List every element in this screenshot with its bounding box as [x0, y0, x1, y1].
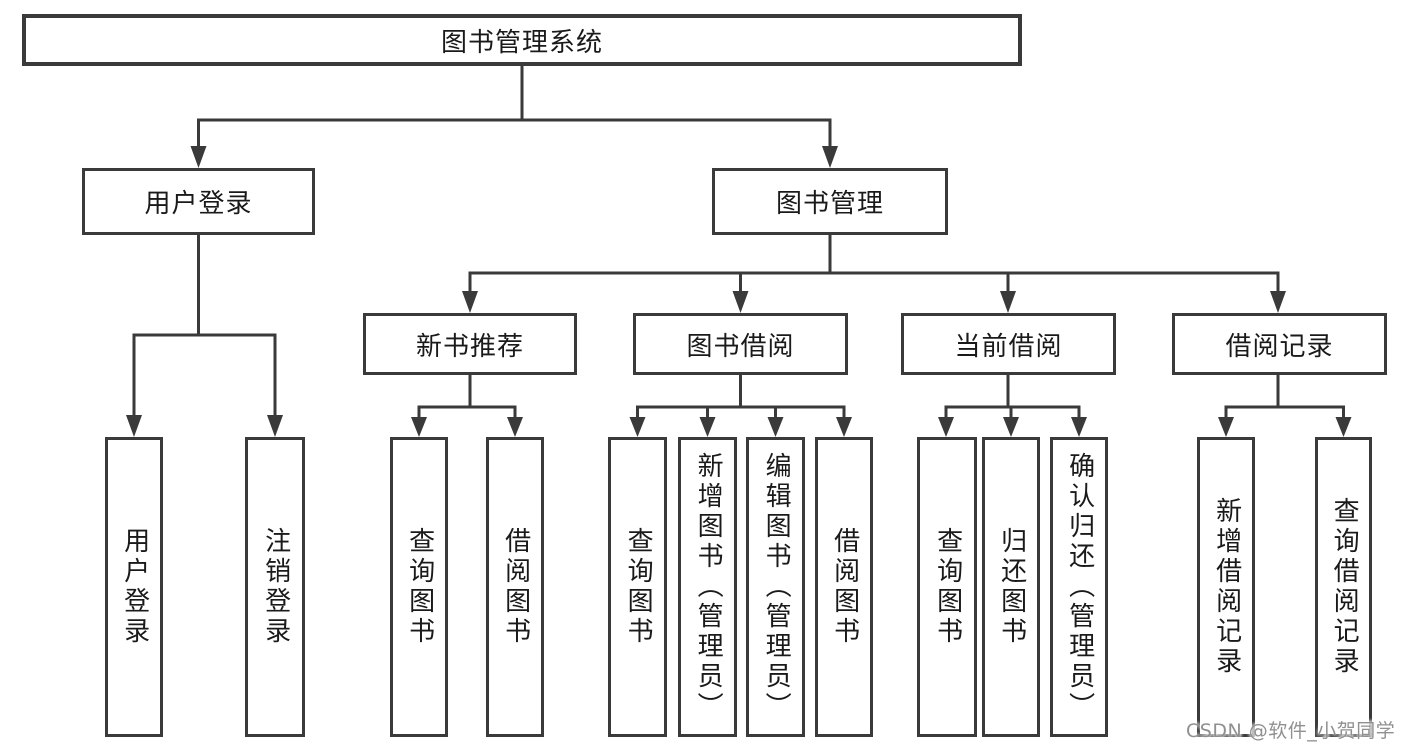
- leaf-query-books-2: 查询图书: [608, 437, 667, 737]
- node-new-book-recommend: 新书推荐: [363, 313, 577, 375]
- node-user-login: 用户登录: [82, 168, 315, 235]
- leaf-add-borrow-record: 新增借阅记录: [1197, 437, 1255, 737]
- leaf-label: 编辑图书（管理员）: [761, 452, 792, 722]
- leaf-borrow-books-1: 借阅图书: [486, 437, 544, 737]
- leaf-edit-books-admin: 编辑图书（管理员）: [746, 437, 805, 737]
- node-current-borrow: 当前借阅: [901, 313, 1116, 375]
- leaf-label: 查询图书: [623, 527, 654, 647]
- leaf-label: 新增图书（管理员）: [693, 452, 724, 722]
- leaf-borrow-books-2: 借阅图书: [815, 437, 873, 737]
- leaf-user-login: 用户登录: [105, 437, 163, 737]
- node-book-management: 图书管理: [712, 168, 948, 235]
- node-label: 用户登录: [144, 189, 253, 219]
- node-label: 图书管理: [775, 189, 884, 219]
- node-label: 当前借阅: [954, 331, 1063, 362]
- leaf-confirm-return-admin: 确认归还（管理员）: [1050, 437, 1108, 737]
- leaf-label: 借阅图书: [500, 527, 531, 647]
- leaf-label: 借阅图书: [829, 527, 860, 647]
- leaf-label: 查询借阅记录: [1329, 497, 1360, 677]
- node-label: 图书管理系统: [440, 27, 603, 58]
- leaf-label: 查询图书: [932, 527, 963, 647]
- leaf-query-borrow-record: 查询借阅记录: [1315, 437, 1372, 737]
- leaf-logout: 注销登录: [245, 437, 305, 737]
- node-label: 新书推荐: [415, 331, 524, 362]
- leaf-label: 确认归还（管理员）: [1064, 452, 1095, 722]
- node-book-borrow: 图书借阅: [633, 313, 848, 375]
- leaf-label: 新增借阅记录: [1211, 497, 1242, 677]
- csdn-watermark: CSDN @软件_小贺同学: [1186, 720, 1396, 742]
- node-label: 图书借阅: [686, 331, 795, 362]
- leaf-query-books-1: 查询图书: [390, 437, 448, 737]
- node-root-library-system: 图书管理系统: [22, 14, 1022, 66]
- leaf-query-books-3: 查询图书: [917, 437, 977, 737]
- leaf-add-books-admin: 新增图书（管理员）: [678, 437, 737, 737]
- leaf-label: 归还图书: [996, 527, 1027, 647]
- node-label: 借阅记录: [1225, 331, 1334, 362]
- leaf-return-books: 归还图书: [982, 437, 1040, 737]
- node-borrow-records: 借阅记录: [1172, 313, 1387, 375]
- leaf-label: 查询图书: [404, 527, 435, 647]
- leaf-label: 注销登录: [260, 527, 291, 647]
- leaf-label: 用户登录: [119, 527, 150, 647]
